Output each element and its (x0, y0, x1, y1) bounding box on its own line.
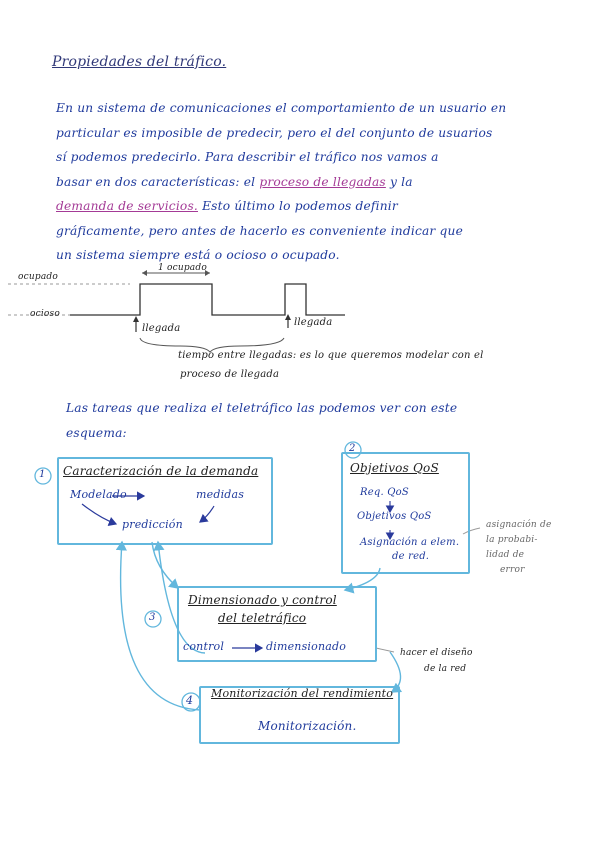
intro-paragraph: En un sistema de comunicaciones el compo… (56, 96, 556, 268)
intro-line: sí podemos predecirlo. Para describir el… (56, 150, 439, 164)
interarrival-brace (139, 337, 285, 353)
box1-medidas: medidas (196, 488, 245, 501)
arrow-box1-to-box3 (151, 541, 180, 589)
llegada-label-2: llegada (294, 317, 333, 328)
scheme-line: esquema: (66, 426, 127, 440)
box3-note: de la red (424, 664, 467, 674)
intro-line: demanda de servicios. Esto último lo pod… (56, 199, 398, 213)
intro-line: particular es imposible de predecir, per… (56, 125, 493, 140)
flow-arrows (81, 491, 481, 711)
step-number-circle-2 (344, 441, 362, 459)
box2-asig-2: de red. (392, 551, 430, 562)
box2-note: asignación de (486, 520, 552, 530)
step-number-4: 4 (186, 694, 194, 707)
step-number-circle-3 (144, 610, 162, 628)
box1-prediccion: predicción (122, 518, 183, 531)
box2-title: Objetivos QoS (350, 461, 439, 475)
intro-line: basar en dos características: el proceso… (56, 174, 413, 189)
arrow-box3-to-box1 (153, 540, 206, 654)
box-objetivos-qos (341, 452, 470, 574)
box-dimensionado-control (177, 586, 377, 662)
ocioso-label: ocioso (30, 309, 60, 319)
box3-title-1: Dimensionado y control (188, 593, 337, 607)
step-number-1: 1 (39, 469, 46, 480)
box2-asig-1: Asignación a elem. (360, 537, 460, 548)
arrow-medidas-prediccion (199, 505, 215, 523)
box3-title-2: del teletráfico (218, 611, 307, 625)
highlight-proceso-llegadas: proceso de llegadas (259, 174, 386, 189)
step-number-circle-4 (181, 692, 201, 712)
duration-label: 1 ocupado (158, 263, 207, 273)
arrow-box2-to-box3 (343, 567, 381, 594)
ocupado-label: ocupado (18, 272, 58, 282)
box-monitorizacion-rendimiento (199, 686, 400, 744)
llegada-label-1: llegada (142, 323, 181, 334)
intro-line: gráficamente, pero antes de hacerlo es c… (56, 223, 463, 238)
box-caracterizacion-demanda (57, 457, 273, 545)
page-title: Propiedades del tráfico. (52, 54, 227, 70)
step-number-3: 3 (149, 612, 156, 623)
scheme-line: Las tareas que realiza el teletráfico la… (66, 401, 458, 415)
box2-req: Req. QoS (360, 487, 409, 498)
box2-obj: Objetivos QoS (357, 511, 432, 522)
box3-dimensionado: dimensionado (266, 640, 347, 653)
box2-note: lidad de (486, 550, 525, 560)
box2-note: error (500, 565, 525, 575)
arrow-box3-to-box4 (389, 651, 403, 693)
box3-note: hacer el diseño (400, 648, 473, 658)
interarrival-caption-1: tiempo entre llegadas: es lo que queremo… (178, 350, 484, 361)
intro-line: En un sistema de comunicaciones el compo… (56, 101, 507, 115)
box2-note: la probabi- (486, 535, 538, 545)
interarrival-caption-2: proceso de llegada (180, 369, 280, 380)
arrow-box4-to-box1 (115, 540, 201, 711)
box4-title: Monitorización del rendimiento (211, 687, 394, 700)
signal-line (70, 283, 345, 316)
intro-line: un sistema siempre está o ocioso o ocupa… (56, 248, 340, 262)
box1-title: Caracterización de la demanda (63, 464, 259, 478)
step-number-circle-1 (34, 467, 52, 485)
highlight-demanda-servicios: demanda de servicios. (56, 199, 198, 213)
arrow-modelado-prediccion (81, 503, 118, 526)
box1-modelado: Modelado (70, 488, 127, 501)
step-number-2: 2 (349, 443, 356, 454)
state-signal-diagram (8, 270, 345, 353)
box4-body: Monitorización. (258, 719, 357, 733)
box3-control: control (183, 640, 225, 653)
